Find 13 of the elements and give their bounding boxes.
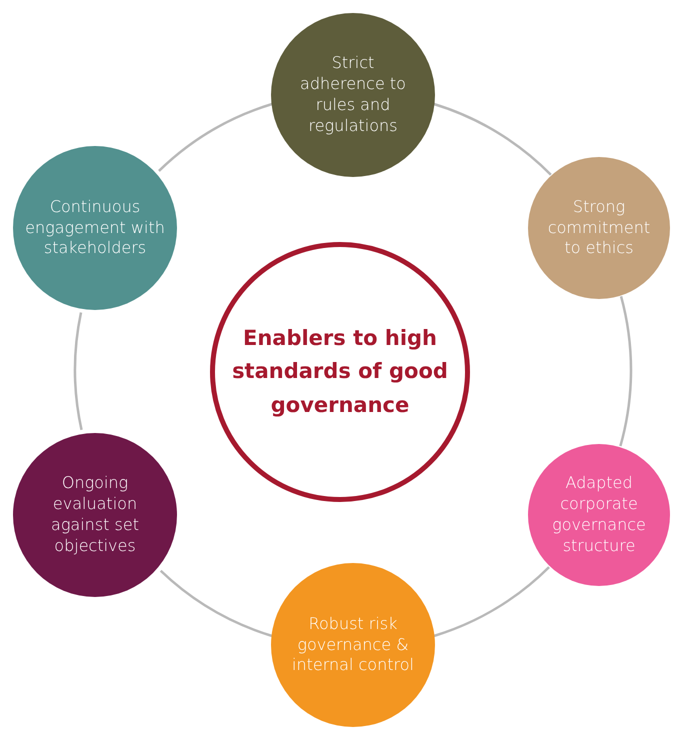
enabler-label: Adapted corporate governance structure xyxy=(551,473,647,557)
central-heading: Enablers to high standards of good governance xyxy=(231,324,449,419)
ring-connector xyxy=(160,570,273,638)
ring-connector xyxy=(74,312,83,430)
ring-connector xyxy=(619,296,632,446)
enabler-label: Strict adherence to rules and regulations xyxy=(299,53,407,137)
enabler-label: Continuous engagement with stakeholders xyxy=(25,196,165,260)
ring-connector xyxy=(433,102,552,176)
enabler-label: Strong commitment to ethics xyxy=(546,196,652,260)
enabler-label: Ongoing evaluation against set objectives xyxy=(50,473,140,557)
enabler-label: Robust risk governance & internal control xyxy=(291,614,415,676)
ring-connector xyxy=(433,566,550,638)
ring-connector xyxy=(158,102,273,172)
